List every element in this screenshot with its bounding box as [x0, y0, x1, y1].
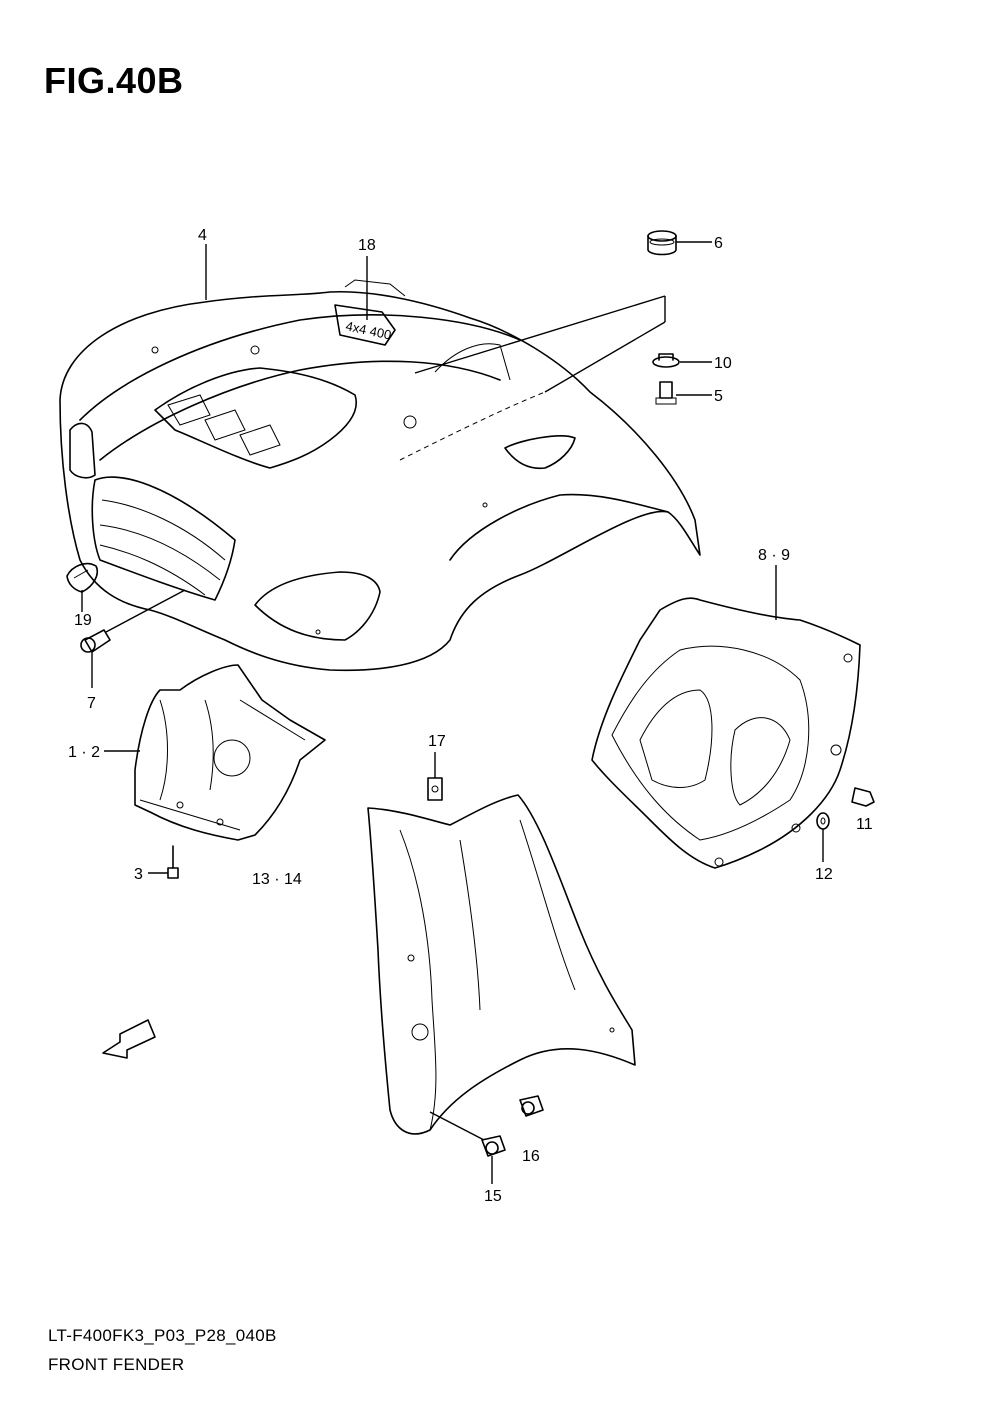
inner-panel-part — [134, 664, 326, 841]
side-panel-part — [591, 597, 861, 869]
bolt-part-15 — [481, 1135, 506, 1157]
screw-part-7 — [80, 629, 111, 653]
emblem-text: 4x4 400 — [344, 318, 392, 342]
logo-badge-part — [66, 562, 98, 593]
forward-direction-arrow: FWD — [102, 1019, 156, 1059]
diagram-code: LT-F400FK3_P03_P28_040B — [48, 1326, 277, 1345]
grommet-part — [647, 230, 677, 256]
callout-16: 16 — [522, 1148, 540, 1165]
callout-10: 10 — [714, 355, 732, 372]
callout-19: 19 — [74, 612, 92, 629]
clip-part-11 — [851, 787, 875, 807]
callout-12: 12 — [815, 866, 833, 883]
callout-8-9: 8 · 9 — [758, 547, 790, 564]
nut-part-17 — [427, 777, 443, 801]
front-fender-part — [59, 279, 701, 672]
leader-lines — [81, 241, 824, 1184]
callout-18: 18 — [358, 237, 376, 254]
figure-title: FIG.40B — [44, 60, 184, 101]
washer-part-12 — [816, 812, 830, 830]
mud-guard-part — [367, 794, 636, 1135]
callout-13-14: 13 · 14 — [252, 871, 302, 888]
callout-15: 15 — [484, 1188, 502, 1205]
diagram-name: FRONT FENDER — [48, 1355, 185, 1374]
screw-part-3 — [167, 845, 179, 879]
callout-7: 7 — [87, 695, 96, 712]
bolt-part-5 — [655, 381, 677, 405]
fastener-part-16 — [519, 1095, 544, 1117]
callout-3: 3 — [134, 866, 143, 883]
callout-1-2: 1 · 2 — [68, 744, 100, 761]
callout-11: 11 — [856, 816, 873, 833]
callout-5: 5 — [714, 388, 723, 405]
callout-4: 4 — [198, 227, 207, 244]
callout-17: 17 — [428, 733, 446, 750]
collar-part — [652, 353, 680, 368]
callout-6: 6 — [714, 235, 723, 252]
emblem-decal-part: 4x4 400 — [334, 304, 396, 346]
